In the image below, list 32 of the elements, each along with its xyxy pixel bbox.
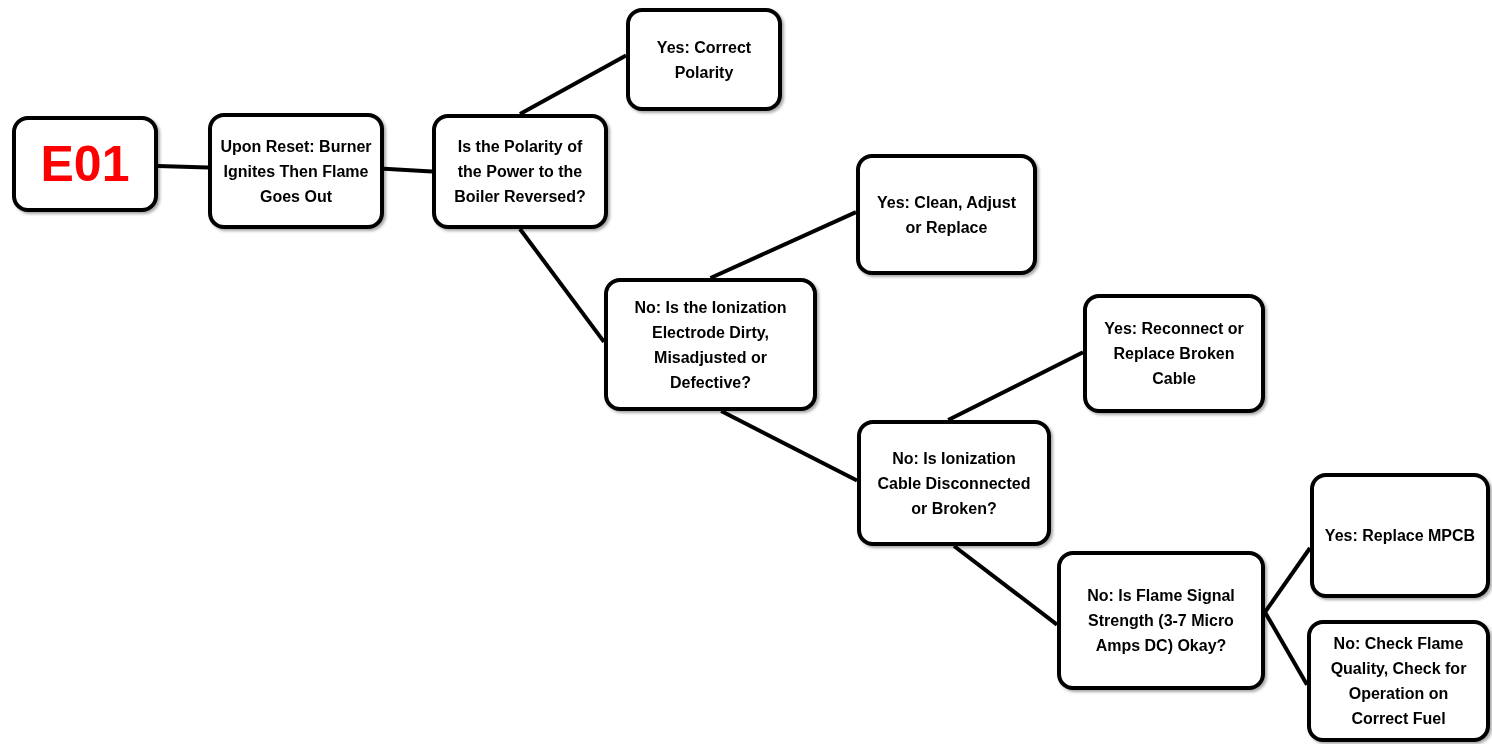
box-text: No: Is Ionization Cable Disconnected or Broken?	[876, 448, 1032, 519]
flowchart-box	[857, 420, 1051, 546]
flowchart-box	[626, 8, 782, 111]
flowchart-box	[208, 113, 384, 229]
box-text: Yes: Replace MPCB	[1324, 526, 1476, 546]
connector-line	[947, 350, 1084, 422]
flowchart-box	[1310, 473, 1490, 598]
box-text: No: Is Flame Signal Strength (3-7 Micro Amps DC) Okay?	[1086, 586, 1236, 656]
connector-line	[709, 210, 857, 280]
box-text: Is the Polarity of the Power to the Boiler Reversed?	[453, 137, 587, 207]
error-code: E01	[40, 139, 130, 189]
connector-line	[952, 544, 1059, 627]
box-text: Yes: Correct Polarity	[655, 37, 753, 83]
box-text: Upon Reset: Burner Ignites Then Flame Goes Out	[220, 136, 372, 207]
box-text: No: Check Flame Quality, Check for Operation on Correct Fuel	[1329, 634, 1468, 729]
connector-line	[720, 409, 858, 483]
connector-line	[1263, 611, 1309, 686]
connector-line	[1263, 546, 1312, 614]
box-text: Yes: Clean, Adjust or Replace	[876, 192, 1017, 238]
connector-line	[519, 53, 627, 116]
flowchart-box	[1307, 620, 1490, 742]
box-text: Yes: Reconnect or Replace Broken Cable	[1103, 319, 1245, 389]
flowchart-box	[856, 154, 1037, 275]
connector-line	[157, 163, 209, 170]
flowchart-box	[432, 114, 608, 229]
connector-line	[518, 227, 606, 344]
flowchart-box	[604, 278, 817, 411]
error-code-box	[12, 116, 158, 212]
flowchart-box	[1057, 551, 1265, 690]
connector-line	[383, 166, 433, 174]
box-text: No: Is the Ionization Electrode Dirty, Misadjusted or Defective?	[633, 297, 788, 393]
flowchart-box	[1083, 294, 1265, 413]
